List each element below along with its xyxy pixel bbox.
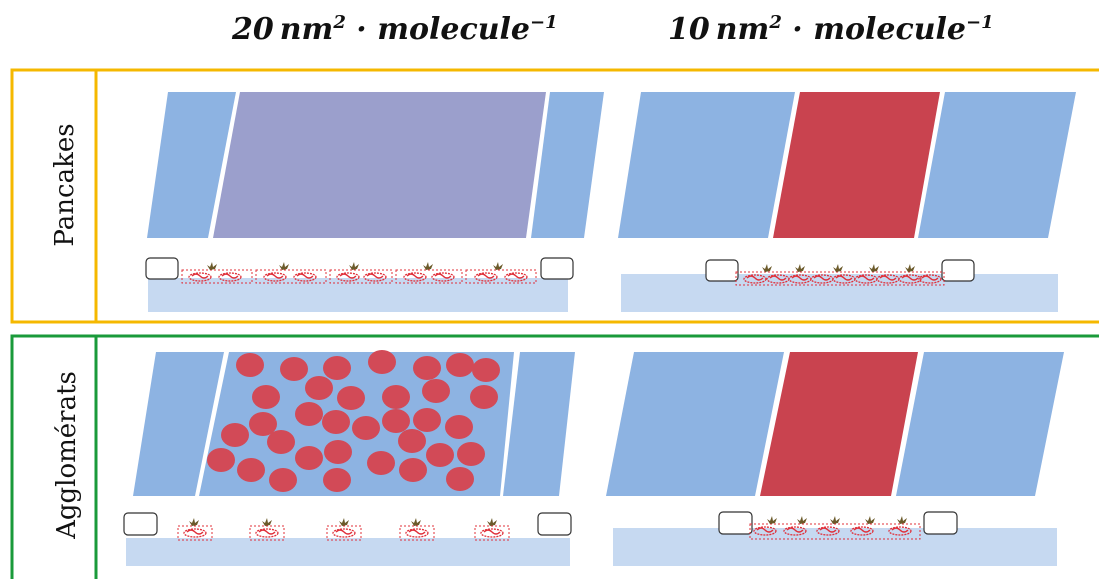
barrier-right xyxy=(918,92,1076,238)
trough-agglomerats-10 xyxy=(606,352,1064,566)
column-header-20: 20 nm2 · molecule−1 xyxy=(232,12,558,47)
barrier-block-left xyxy=(123,512,158,536)
trough-pancakes-20 xyxy=(145,92,604,312)
compressed-domains xyxy=(735,264,945,286)
subphase xyxy=(148,278,568,312)
barrier-left xyxy=(147,92,236,238)
subphase xyxy=(126,538,570,566)
barrier-right xyxy=(896,352,1064,496)
pancake-domains xyxy=(181,262,537,284)
compressed-clusters xyxy=(749,516,921,540)
barrier-block-left xyxy=(705,259,739,282)
barrier-right xyxy=(503,352,575,496)
row-label-agglomerats: Agglomérats xyxy=(52,371,82,539)
trough-pancakes-10 xyxy=(618,92,1076,312)
trough-agglomerats-20 xyxy=(123,350,575,566)
aggregate-clusters xyxy=(177,518,510,541)
barrier-block-left xyxy=(145,257,179,280)
subphase xyxy=(613,528,1057,566)
barrier-left xyxy=(133,352,224,496)
subphase xyxy=(621,274,1058,312)
barrier-block-right xyxy=(941,259,975,282)
column-header-10: 10 nm2 · molecule−1 xyxy=(668,12,994,47)
row-frame-agglomerats xyxy=(10,334,1099,579)
film-area xyxy=(760,352,918,496)
barrier-block-right xyxy=(537,512,572,536)
barrier-left xyxy=(606,352,784,496)
row-frame-pancakes xyxy=(10,68,1099,324)
barrier-left xyxy=(618,92,795,238)
barrier-right xyxy=(531,92,604,238)
barrier-block-right xyxy=(923,511,958,535)
barrier-block-left xyxy=(718,511,753,535)
film-area xyxy=(773,92,940,238)
aggregate-dots xyxy=(207,350,500,492)
film-area xyxy=(213,92,546,238)
barrier-block-right xyxy=(540,257,574,280)
row-label-pancakes: Pancakes xyxy=(50,123,80,247)
